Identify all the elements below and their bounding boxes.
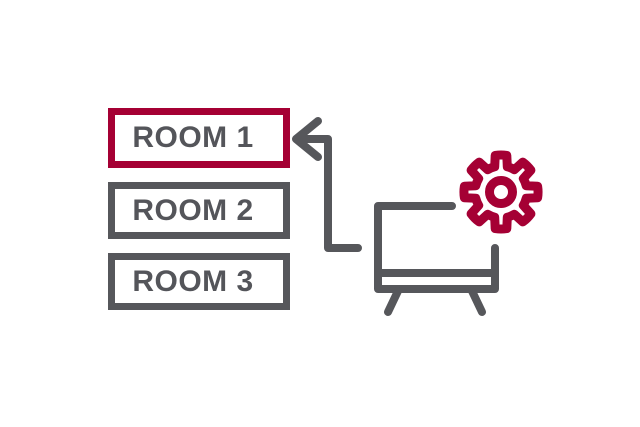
room-label-2: ROOM 2 bbox=[132, 193, 254, 227]
room-box-2: ROOM 2 bbox=[108, 182, 290, 239]
arrow-icon bbox=[292, 117, 362, 252]
room-label-1: ROOM 1 bbox=[132, 121, 254, 154]
room-list: ROOM 1 ROOM 2 ROOM 3 bbox=[108, 108, 290, 324]
room-box-3: ROOM 3 bbox=[108, 253, 290, 310]
gear-hub bbox=[485, 176, 517, 208]
tv-icon bbox=[374, 202, 499, 316]
room-label-3: ROOM 3 bbox=[132, 264, 254, 298]
gear-icon bbox=[459, 150, 543, 234]
room-box-1: ROOM 1 bbox=[108, 108, 290, 168]
